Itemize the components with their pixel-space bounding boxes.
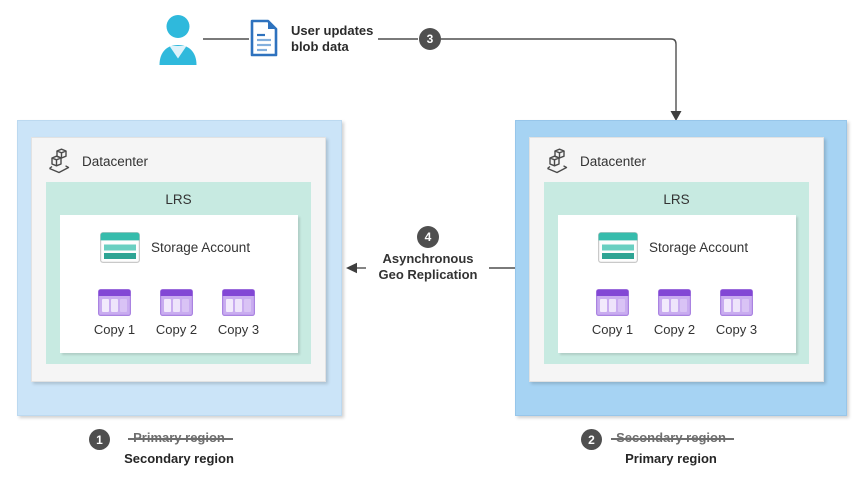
- arrow-left-icon: [346, 262, 357, 274]
- region-role-texts: Primary region Secondary region: [123, 429, 235, 466]
- datacenter-title: Datacenter: [82, 153, 149, 169]
- table-copy-icon: [98, 289, 131, 316]
- step-badge-3: 3: [419, 28, 441, 50]
- connector-badge3-to-primary: [441, 38, 677, 112]
- copy-item: Copy 1: [588, 289, 637, 337]
- table-copy-icon: [222, 289, 255, 316]
- copy-item: Copy 3: [214, 289, 263, 337]
- copy-item: Copy 2: [152, 289, 201, 337]
- storage-card-left: Storage Account Copy 1: [60, 215, 298, 353]
- copy-label: Copy 2: [653, 322, 696, 337]
- copy-label: Copy 3: [217, 322, 260, 337]
- region-label-left: 1 Primary region Secondary region: [89, 429, 235, 466]
- step-badge-4: 4: [417, 226, 439, 248]
- region-box-left: Datacenter LRS Storage Account: [17, 120, 342, 416]
- previous-role-label: Secondary region: [611, 430, 734, 445]
- current-role-label: Secondary region: [124, 451, 234, 466]
- step-badge-1: 1: [89, 429, 110, 450]
- copy-item: Copy 3: [712, 289, 761, 337]
- datacenter-title: Datacenter: [580, 153, 647, 169]
- table-copy-icon: [596, 289, 629, 316]
- datacenter-icon: [547, 148, 568, 173]
- step-badge-2: 2: [581, 429, 602, 450]
- user-updates-label: User updates blob data: [291, 23, 374, 54]
- storage-account-row: Storage Account: [100, 232, 250, 263]
- region-role-texts: Secondary region Primary region: [611, 429, 734, 466]
- previous-role-label: Primary region: [128, 430, 233, 445]
- copy-label: Copy 1: [591, 322, 634, 337]
- datacenter-header: Datacenter: [545, 146, 646, 176]
- region-box-right: Datacenter LRS Storage Account: [515, 120, 847, 416]
- storage-account-icon: [100, 232, 140, 263]
- table-copy-icon: [720, 289, 753, 316]
- geo-replication-label: Asynchronous Geo Replication: [378, 251, 478, 282]
- copies-row: Copy 1 Copy 2: [90, 289, 263, 337]
- datacenter-header: Datacenter: [47, 146, 148, 176]
- copy-label: Copy 1: [93, 322, 136, 337]
- storage-card-right: Storage Account Copy 1: [558, 215, 796, 353]
- copy-label: Copy 3: [715, 322, 758, 337]
- lrs-label: LRS: [663, 192, 690, 207]
- datacenter-panel-left: Datacenter LRS Storage Account: [31, 137, 326, 382]
- storage-account-label: Storage Account: [649, 240, 749, 255]
- lrs-panel-left: LRS Storage Account: [46, 182, 311, 364]
- person-icon: [159, 15, 197, 65]
- datacenter-panel-right: Datacenter LRS Storage Account: [529, 137, 824, 382]
- copy-item: Copy 1: [90, 289, 139, 337]
- document-icon: [250, 19, 278, 57]
- lrs-label: LRS: [165, 192, 192, 207]
- lrs-panel-right: LRS Storage Account: [544, 182, 809, 364]
- current-role-label: Primary region: [625, 451, 717, 466]
- storage-account-row: Storage Account: [598, 232, 748, 263]
- copy-label: Copy 2: [155, 322, 198, 337]
- datacenter-icon: [49, 148, 70, 173]
- copies-row: Copy 1 Copy 2: [588, 289, 761, 337]
- region-label-right: 2 Secondary region Primary region: [581, 429, 734, 466]
- storage-account-label: Storage Account: [151, 240, 251, 255]
- table-copy-icon: [658, 289, 691, 316]
- storage-account-icon: [598, 232, 638, 263]
- table-copy-icon: [160, 289, 193, 316]
- copy-item: Copy 2: [650, 289, 699, 337]
